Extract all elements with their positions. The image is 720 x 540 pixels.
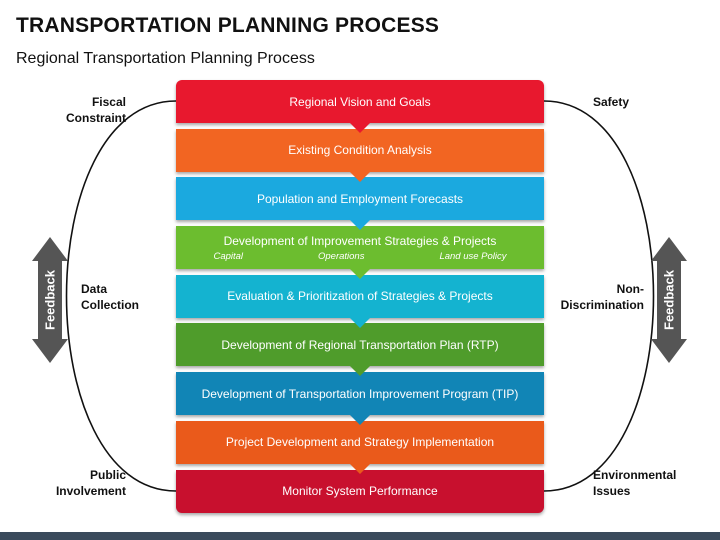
feedback-label: Feedback: [42, 270, 58, 330]
step-label: Existing Condition Analysis: [288, 143, 432, 158]
arrow-down-icon: [32, 339, 68, 363]
label-environmental-issues: Environmental Issues: [593, 468, 677, 498]
step-existing-condition: Existing Condition Analysis: [176, 128, 544, 182]
step-arrow: [350, 123, 370, 133]
arrow-up-icon: [651, 237, 687, 261]
page-subtitle: Regional Transportation Planning Process: [16, 50, 315, 67]
step-subitems: Capital Operations Land use Policy: [176, 251, 544, 262]
feedback-label: Feedback: [661, 270, 677, 330]
subitem-operations: Operations: [318, 250, 365, 262]
bottom-bar: [0, 532, 720, 540]
step-forecasts: Population and Employment Forecasts: [176, 177, 544, 231]
step-label: Development of Transportation Improvemen…: [201, 386, 519, 401]
subitem-land-use-policy: Land use Policy: [439, 250, 507, 262]
step-project-development: Project Development and Strategy Impleme…: [176, 420, 544, 474]
step-arrow: [350, 366, 370, 377]
step-label: Monitor System Performance: [282, 484, 438, 498]
feedback-arrow-left: Feedback: [32, 237, 68, 363]
page-title: TRANSPORTATION PLANNING PROCESS: [16, 14, 440, 37]
label-non-discrimination: Non- Discrimination: [560, 282, 644, 312]
right-loop-curve: [543, 100, 655, 492]
label-public-involvement: Public Involvement: [55, 468, 126, 498]
arrow-down-icon: [651, 339, 687, 363]
label-fiscal-constraint: Fiscal Constraint: [66, 95, 126, 125]
step-evaluation: Evaluation & Prioritization of Strategie…: [176, 274, 544, 328]
step-label: Evaluation & Prioritization of Strategie…: [227, 289, 493, 304]
step-label: Project Development and Strategy Impleme…: [225, 435, 495, 450]
step-arrow: [350, 317, 370, 328]
process-steps: Regional Vision and Goals Existing Condi…: [176, 80, 544, 518]
label-safety: Safety: [593, 95, 630, 109]
step-monitor-performance: Monitor System Performance: [176, 469, 544, 513]
label-data-collection: Data Collection: [81, 282, 140, 312]
step-arrow: [350, 415, 370, 426]
step-regional-vision: Regional Vision and Goals: [176, 80, 544, 133]
step-label: Development of Improvement Strategies & …: [223, 233, 497, 248]
subitem-capital: Capital: [213, 250, 244, 262]
left-loop-curve: [65, 100, 177, 492]
step-arrow: [350, 463, 370, 474]
step-arrow: [350, 171, 370, 182]
step-improvement-strategies: Development of Improvement Strategies & …: [176, 226, 544, 280]
step-label: Development of Regional Transportation P…: [221, 337, 499, 352]
step-label: Regional Vision and Goals: [289, 94, 431, 109]
arrow-up-icon: [32, 237, 68, 261]
step-rtp: Development of Regional Transportation P…: [176, 323, 544, 377]
step-label: Population and Employment Forecasts: [256, 191, 464, 206]
feedback-arrow-right: Feedback: [651, 237, 687, 363]
step-arrow: [350, 269, 370, 280]
step-tip: Development of Transportation Improvemen…: [176, 372, 544, 426]
step-arrow: [350, 220, 370, 231]
